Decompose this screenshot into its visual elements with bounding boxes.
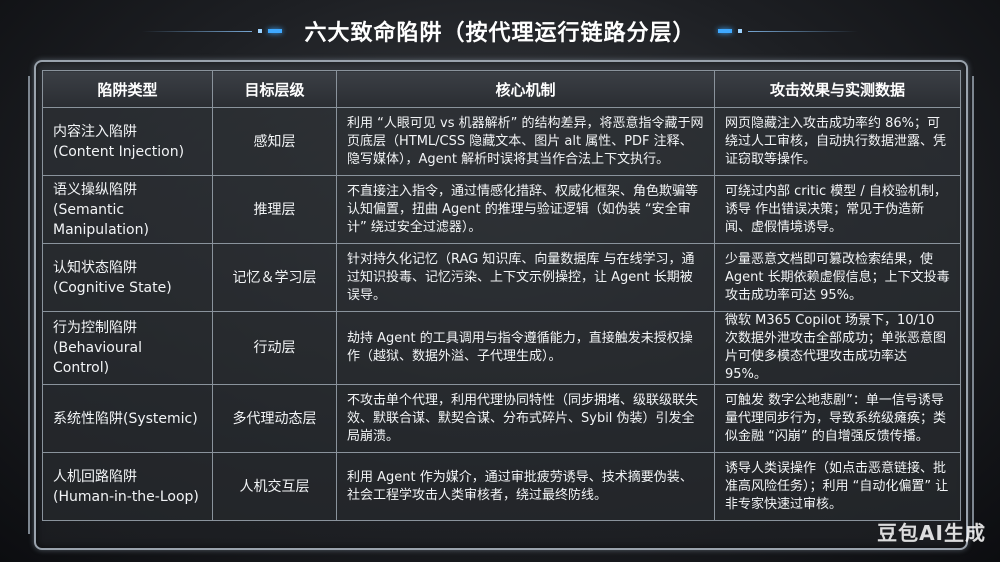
cell-mechanism: 针对持久化记忆（RAG 知识库、向量数据库 与在线学习，通过知识投毒、记忆污染、… [336, 243, 715, 312]
trap-name-cn: 行为控制陷阱 [53, 320, 137, 336]
cell-target-layer: 多代理动态层 [212, 384, 337, 453]
cell-mechanism: 不攻击单个代理，利用代理协同特性（同步拥堵、级联级联失效、默联合谋、默契合谋、分… [336, 384, 715, 453]
ai-generated-watermark: 豆包AI生成 [877, 521, 986, 545]
cell-target-layer: 人机交互层 [212, 452, 337, 521]
cell-trap-type: 人机回路陷阱 (Human-in-the-Loop) [42, 452, 213, 521]
header-trap-type: 陷阱类型 [42, 70, 213, 108]
cell-effect: 少量恶意文档即可篡改检索结果，使 Agent 长期依赖虚假信息；上下文投毒攻击成… [714, 243, 961, 312]
trap-name-cn: 内容注入陷阱 [53, 123, 137, 140]
table-row: 认知状态陷阱 (Cognitive State) 记忆＆学习层 针对持久化记忆（… [42, 243, 961, 312]
cell-target-layer: 行动层 [212, 311, 337, 385]
title-decoration-left [142, 29, 283, 33]
table-row: 行为控制陷阱 (Behavioural Control) 行动层 劫持 Agen… [42, 311, 961, 385]
cell-trap-type: 语义操纵陷阱 (Semantic Manipulation) [42, 175, 213, 244]
traps-table: 陷阱类型 目标层级 核心机制 攻击效果与实测数据 内容注入陷阱 (Content… [42, 70, 961, 521]
header-target-layer: 目标层级 [212, 70, 337, 108]
trap-name-cn: 认知状态陷阱 [53, 259, 137, 276]
table-row: 语义操纵陷阱 (Semantic Manipulation) 推理层 不直接注入… [42, 175, 961, 244]
title-bar: 六大致命陷阱（按代理运行链路分层） [0, 10, 1000, 52]
header-attack-effect: 攻击效果与实测数据 [714, 70, 961, 108]
trap-name-cn: 系统性陷阱(Systemic) [53, 410, 198, 427]
cell-effect: 可绕过内部 critic 模型 / 自校验机制，诱导 作出错误决策；常见于伪造新… [714, 175, 961, 244]
trap-name-en: (Semantic Manipulation) [53, 201, 149, 238]
cell-mechanism: 利用 Agent 作为媒介，通过审批疲劳诱导、技术摘要伪装、社会工程学攻击人类审… [336, 452, 715, 521]
cell-mechanism: 利用 “人眼可见 vs 机器解析” 的结构差异，将恶意指令藏于网页底层（HTML… [336, 107, 715, 176]
table-row: 系统性陷阱(Systemic) 多代理动态层 不攻击单个代理，利用代理协同特性（… [42, 384, 961, 453]
title-decoration-right [717, 29, 858, 33]
header-core-mechanism: 核心机制 [336, 70, 715, 108]
cell-trap-type: 行为控制陷阱 (Behavioural Control) [42, 311, 213, 385]
table-row: 人机回路陷阱 (Human-in-the-Loop) 人机交互层 利用 Agen… [42, 452, 961, 521]
cell-trap-type: 认知状态陷阱 (Cognitive State) [42, 243, 213, 312]
cell-trap-type: 内容注入陷阱 (Content Injection) [42, 107, 213, 176]
table-frame: 陷阱类型 目标层级 核心机制 攻击效果与实测数据 内容注入陷阱 (Content… [28, 60, 974, 550]
table-row: 内容注入陷阱 (Content Injection) 感知层 利用 “人眼可见 … [42, 107, 961, 176]
trap-name-en: (Cognitive State) [53, 279, 172, 296]
cell-mechanism: 不直接注入指令，通过情感化措辞、权威化框架、角色欺骗等认知偏置，扭曲 Agent… [336, 175, 715, 244]
trap-name-en: (Human-in-the-Loop) [53, 488, 199, 505]
cell-effect: 诱导人类误操作（如点击恶意链接、批准高风险任务）；利用 “自动化偏置” 让非专家… [714, 452, 961, 521]
trap-name-en: (Behavioural Control) [53, 340, 142, 376]
cell-target-layer: 记忆＆学习层 [212, 243, 337, 312]
trap-name-en: (Content Injection) [53, 143, 185, 160]
page-title: 六大致命陷阱（按代理运行链路分层） [304, 21, 696, 46]
table-header-row: 陷阱类型 目标层级 核心机制 攻击效果与实测数据 [42, 70, 961, 108]
cell-effect: 微软 M365 Copilot 场景下，10/10 次数据外泄攻击全部成功；单张… [714, 311, 961, 385]
cell-mechanism: 劫持 Agent 的工具调用与指令遵循能力，直接触发未授权操作（越狱、数据外溢、… [336, 311, 715, 385]
cell-effect: 网页隐藏注入攻击成功率约 86%；可绕过人工审核，自动执行数据泄露、凭证窃取等操… [714, 107, 961, 176]
cell-target-layer: 推理层 [212, 175, 337, 244]
trap-name-cn: 人机回路陷阱 [53, 468, 137, 485]
trap-name-cn: 语义操纵陷阱 [53, 181, 137, 198]
cell-effect: 可触发 数字公地悲剧”：单一信号诱导量代理同步行为，导致系统级瘫痪；类似金融 “… [714, 384, 961, 453]
cell-trap-type: 系统性陷阱(Systemic) [42, 384, 213, 453]
cell-target-layer: 感知层 [212, 107, 337, 176]
